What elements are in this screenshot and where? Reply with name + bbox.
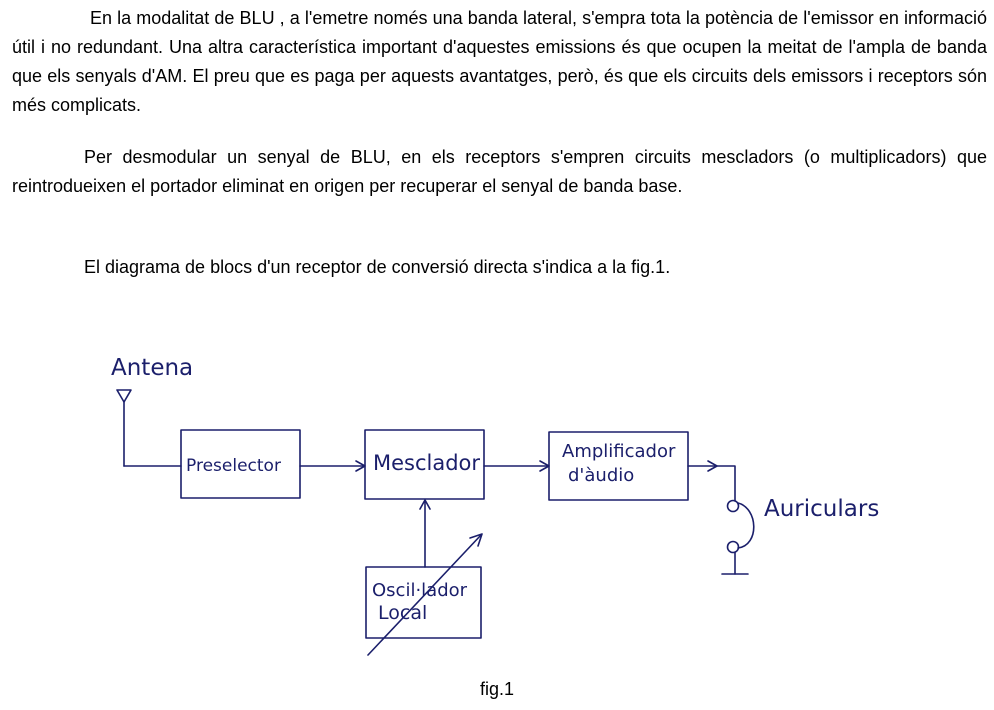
mixer-label: Mesclador — [373, 451, 480, 475]
paragraph-2: Per desmodular un senyal de BLU, en els … — [12, 147, 987, 196]
mixer-block — [364, 429, 485, 500]
headphones-icon — [721, 499, 755, 575]
antenna-icon — [116, 389, 182, 467]
headphones-label: Auriculars — [764, 496, 879, 522]
preselector-block — [180, 429, 301, 499]
oscillator-label-line1: Oscil·lador — [372, 580, 468, 601]
amplifier-label-line2: d'àudio — [568, 465, 634, 486]
variable-arrow — [367, 534, 482, 656]
antenna-label: Antena — [111, 355, 193, 381]
amplifier-label-line1: Amplificador — [562, 441, 676, 462]
figure-caption: fig.1 — [479, 679, 515, 699]
paragraph-3: El diagrama de blocs d'un receptor de co… — [84, 257, 671, 277]
preselector-label: Preselector — [186, 456, 281, 476]
block-diagram: Antena Preselector Mesclador Amplificado… — [111, 355, 879, 656]
oscillator-block — [365, 566, 482, 639]
paragraph-1: En la modalitat de BLU , a l'emetre nomé… — [12, 8, 987, 115]
oscillator-label-line2: Local — [378, 602, 427, 624]
